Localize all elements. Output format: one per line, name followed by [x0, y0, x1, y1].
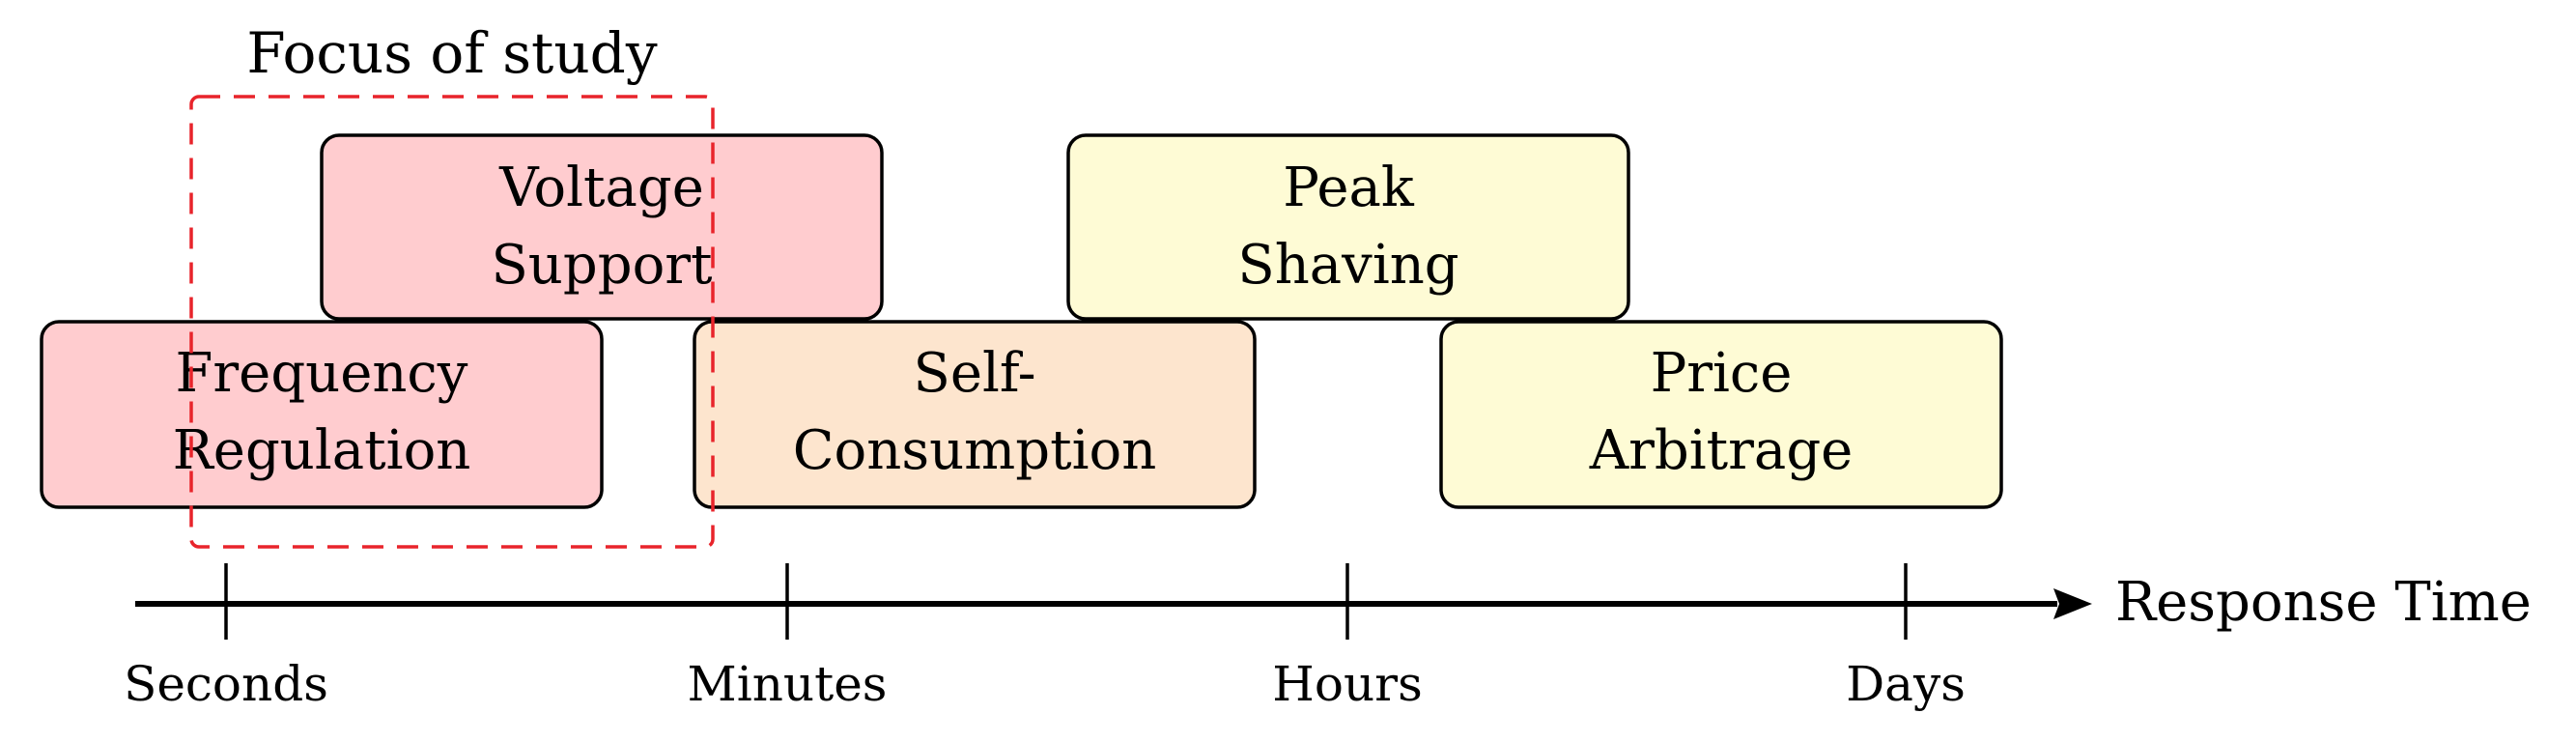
box-price-arbitrage: Price Arbitrage [1439, 320, 2003, 509]
response-time-axis: Response Time Seconds Minutes Hours Days [124, 563, 2532, 712]
box-price-arbitrage-line-2: Arbitrage [1589, 419, 1854, 482]
box-self-consumption-line-1: Self- [913, 342, 1035, 405]
tick-days-label: Days [1846, 656, 1966, 712]
box-peak-shaving-line-2: Shaving [1237, 234, 1458, 297]
axis-arrowhead [2053, 588, 2092, 619]
box-price-arbitrage-line-1: Price [1651, 342, 1793, 405]
box-self-consumption: Self- Consumption [693, 320, 1257, 509]
focus-region-outline [189, 95, 715, 549]
axis-label: Response Time [2115, 571, 2532, 634]
box-peak-shaving: Peak Shaving [1066, 133, 1630, 321]
box-voltage-support-shape [320, 133, 884, 321]
box-frequency-regulation-line-1: Frequency [176, 342, 468, 405]
box-frequency-regulation: Frequency Regulation [40, 320, 604, 509]
box-self-consumption-shape [693, 320, 1257, 509]
box-frequency-regulation-shape [40, 320, 604, 509]
box-peak-shaving-line-1: Peak [1283, 157, 1415, 219]
box-voltage-support-line-1: Voltage [498, 157, 704, 219]
box-self-consumption-line-2: Consumption [793, 419, 1157, 482]
tick-seconds-label: Seconds [124, 656, 328, 712]
box-frequency-regulation-line-2: Regulation [173, 419, 471, 482]
focus-region-label: Focus of study [246, 20, 657, 86]
box-voltage-support: Voltage Support [320, 133, 884, 321]
box-voltage-support-line-2: Support [491, 234, 713, 297]
tick-minutes-label: Minutes [688, 656, 888, 712]
box-peak-shaving-shape [1066, 133, 1630, 321]
tick-hours-label: Hours [1272, 656, 1422, 712]
box-price-arbitrage-shape [1439, 320, 2003, 509]
focus-region: Focus of study [189, 20, 715, 549]
